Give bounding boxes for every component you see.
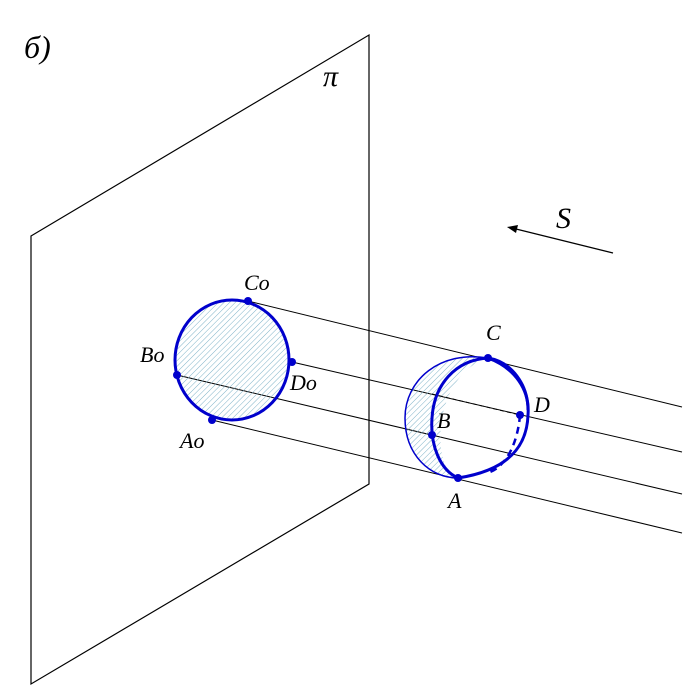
direction-arrow xyxy=(511,227,614,254)
label-d: D xyxy=(533,392,550,417)
label-do: Do xyxy=(289,370,317,395)
point-do xyxy=(288,358,296,366)
label-b: B xyxy=(437,408,450,433)
object-crescent-hatch xyxy=(405,356,488,478)
projection-plane xyxy=(30,33,370,686)
shadow-circle xyxy=(173,298,291,422)
point-ao xyxy=(208,416,216,424)
object-outer-edge xyxy=(457,356,530,480)
point-b xyxy=(428,431,436,439)
point-bo xyxy=(173,371,181,379)
label-co: Co xyxy=(244,270,270,295)
label-a: A xyxy=(446,488,462,513)
plane-label: π xyxy=(323,60,339,93)
object-back-edge xyxy=(404,356,489,479)
ray-c xyxy=(247,300,683,408)
object-hidden-edge xyxy=(489,414,522,474)
panel-label: б) xyxy=(24,29,51,65)
point-d xyxy=(516,411,524,419)
direction-arrowhead xyxy=(507,225,518,233)
label-bo: Bo xyxy=(140,342,164,367)
object-points xyxy=(428,354,524,482)
point-a xyxy=(454,474,462,482)
shadow-points xyxy=(173,297,296,424)
direction-label: S xyxy=(556,202,571,235)
hidden-line-bd xyxy=(431,393,521,416)
point-co xyxy=(244,297,252,305)
point-c xyxy=(484,354,492,362)
label-ao: Ao xyxy=(178,428,204,453)
label-c: C xyxy=(486,320,501,345)
